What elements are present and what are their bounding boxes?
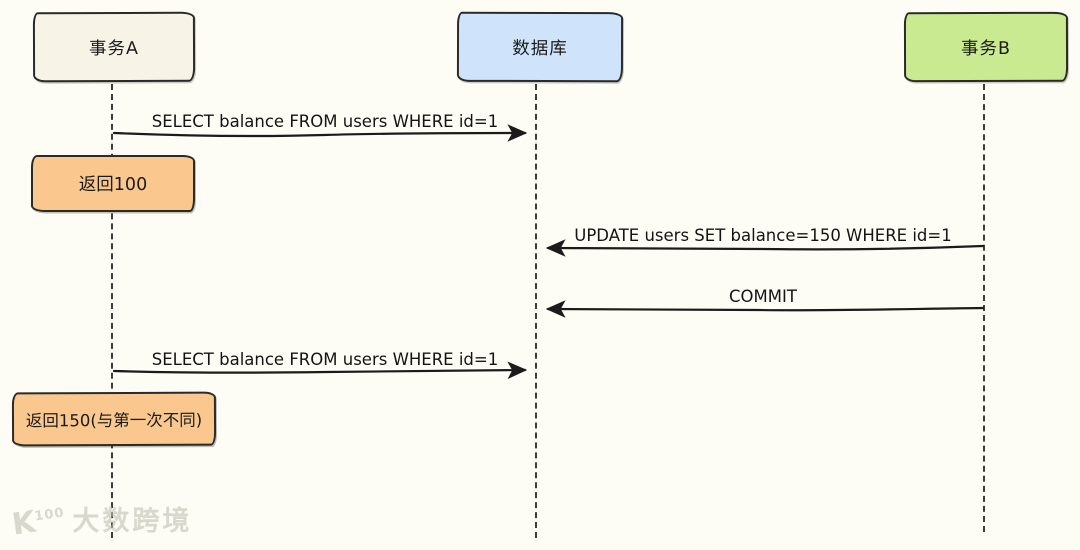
message-label-update: UPDATE users SET balance=150 WHERE id=1 — [574, 226, 952, 245]
message-label-select-2: SELECT balance FROM users WHERE id=1 — [151, 350, 499, 369]
watermark-brand-text: 大数跨境 — [72, 506, 193, 537]
note-return-150-label: 返回150(与第一次不同) — [25, 410, 203, 431]
message-arrow-select-2 — [112, 361, 528, 380]
message-arrow-update — [545, 239, 985, 257]
note-return-100: 返回100 — [31, 155, 195, 212]
message-arrow-commit — [545, 300, 985, 318]
watermark: K100 大数跨境 — [10, 505, 193, 543]
note-return-100-label: 返回100 — [78, 175, 148, 195]
note-return-150: 返回150(与第一次不同) — [11, 391, 217, 447]
lifeline-database — [535, 84, 537, 538]
watermark-logo-icon: K100 — [9, 504, 66, 543]
message-arrow-select-1 — [112, 124, 528, 142]
message-label-commit: COMMIT — [729, 287, 797, 306]
lifeline-transaction-a — [111, 84, 113, 538]
message-label-select-1: SELECT balance FROM users WHERE id=1 — [151, 112, 499, 131]
